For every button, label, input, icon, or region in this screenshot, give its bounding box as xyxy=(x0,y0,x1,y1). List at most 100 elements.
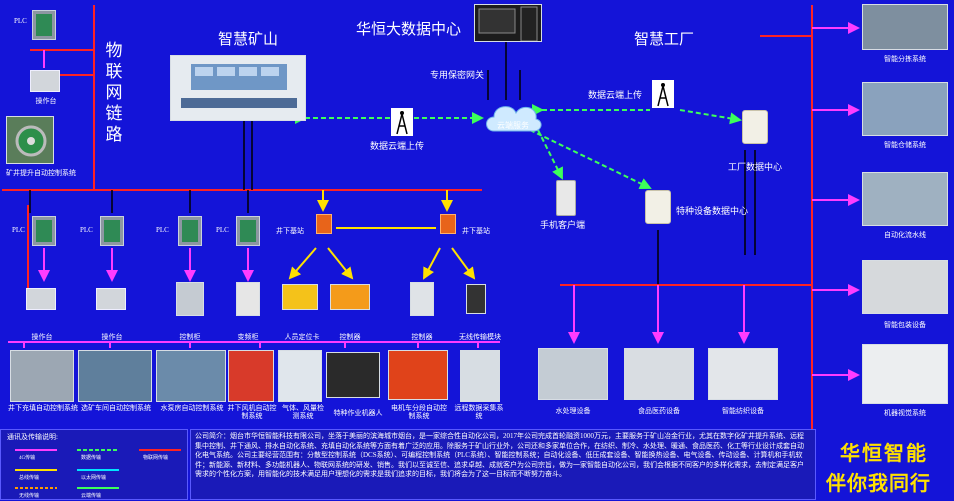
plc-cabinet-2 xyxy=(100,216,124,246)
right-label-2: 智能仓储系统 xyxy=(884,141,926,149)
locator-card-icon xyxy=(282,284,318,310)
mine-system-label-2: 选矿车间自动控制系统 xyxy=(81,404,151,412)
mine-row-label-2: 操作台 xyxy=(101,333,123,341)
gateway-label: 专用保密网关 xyxy=(430,70,485,80)
cloud-upload-right-label: 数据云端上传 xyxy=(588,90,643,100)
equipment-dc-label: 特种设备数据中心 xyxy=(676,206,749,216)
vfd-cabinet-icon xyxy=(236,282,260,316)
cloud-service-label: 云端服务 xyxy=(497,121,529,130)
control-room-photo xyxy=(170,55,306,121)
mine-row-label-7: 控制器 xyxy=(411,333,433,341)
factory-photo-1 xyxy=(538,348,608,400)
console-desk-top xyxy=(30,70,60,92)
mine-system-photo-7 xyxy=(388,350,448,400)
mobile-phone-icon xyxy=(556,180,576,216)
hoist-label: 矿井提升自动控制系统 xyxy=(6,169,76,177)
antenna-icon-left xyxy=(391,108,413,141)
right-photo-5 xyxy=(862,344,948,404)
factory-label-3: 智能纺织设备 xyxy=(722,407,764,415)
legend-item-7: 云端传输 xyxy=(81,494,102,499)
legend-item-4: 总线传输 xyxy=(19,476,40,481)
company-intro-text: 公司简介：烟台市华恒智能科技有限公司，坐落于美丽的滨海城市烟台，是一家综合性自动… xyxy=(195,432,804,478)
iot-chain-title: 物 联 网 链 路 xyxy=(105,41,123,144)
plc-label-top: PLC xyxy=(14,17,27,25)
controller-icon-1 xyxy=(330,284,370,310)
right-label-1: 智能分拣系统 xyxy=(884,55,926,63)
equipment-server-icon xyxy=(645,190,671,224)
cloud-icon xyxy=(484,97,542,133)
plc-cabinet-top xyxy=(32,10,56,40)
slogan-line-2: 伴你我同行 xyxy=(826,473,931,495)
legend-box: 通讯及传输说明: 4G传输 数据传输 物联网传输 总线传输 以太网传输 无线传输… xyxy=(0,429,188,500)
mine-system-photo-2 xyxy=(78,350,152,402)
plc-cabinet-4 xyxy=(236,216,260,246)
factory-server-icon xyxy=(742,110,768,144)
factory-label-1: 水处理设备 xyxy=(555,407,591,415)
base-station-2-icon xyxy=(440,214,456,234)
mine-system-photo-1 xyxy=(10,350,74,402)
factory-photo-3 xyxy=(708,348,778,400)
mine-system-label-1: 井下充填自动控制系统 xyxy=(8,404,78,412)
mine-system-photo-3 xyxy=(156,350,226,402)
legend-item-5: 以太网传输 xyxy=(81,476,107,481)
console-desk-2 xyxy=(96,288,126,310)
mine-system-label-6: 特种作业机器人 xyxy=(333,409,383,417)
right-photo-2 xyxy=(862,82,948,136)
plc-label-3: PLC xyxy=(156,226,169,234)
company-intro-box: 公司简介：烟台市华恒智能科技有限公司，坐落于美丽的滨海城市烟台，是一家综合性自动… xyxy=(190,429,816,500)
mine-system-photo-4 xyxy=(228,350,274,402)
base-station-2-label: 井下基站 xyxy=(462,227,490,235)
plc-label-2: PLC xyxy=(80,226,93,234)
right-label-4: 智能包装设备 xyxy=(884,321,926,329)
mine-system-photo-8 xyxy=(460,350,500,402)
right-label-3: 自动化流水线 xyxy=(884,231,926,239)
cloud-upload-left-label: 数据云端上传 xyxy=(370,141,425,151)
mine-row-label-4: 变频柜 xyxy=(237,333,259,341)
base-station-1-label: 井下基站 xyxy=(276,227,304,235)
data-center-computer xyxy=(474,4,542,42)
mine-system-label-3: 水泵房自动控制系统 xyxy=(160,404,224,412)
right-photo-3 xyxy=(862,172,948,226)
mine-row-label-3: 控制柜 xyxy=(179,333,201,341)
control-cabinet-icon xyxy=(176,282,204,316)
right-photo-4 xyxy=(862,260,948,314)
legend-item-6: 无线传输 xyxy=(19,494,40,499)
legend-item-3: 物联网传输 xyxy=(143,456,169,461)
mine-system-label-5: 气体、风量检测系统 xyxy=(282,404,324,420)
right-photo-1 xyxy=(862,4,948,50)
mine-row-label-1: 操作台 xyxy=(31,333,53,341)
factory-photo-2 xyxy=(624,348,694,400)
mine-row-label-6: 控制器 xyxy=(339,333,361,341)
mine-system-label-4: 井下风机自动控制系统 xyxy=(227,404,277,420)
factory-label-2: 食品医药设备 xyxy=(638,407,680,415)
factory-dc-label: 工厂数据中心 xyxy=(728,162,783,172)
antenna-icon-right xyxy=(652,80,674,113)
mine-row-label-5: 人员定位卡 xyxy=(284,333,320,341)
mine-row-label-8: 无线传输模块 xyxy=(459,333,501,341)
console-label-top: 操作台 xyxy=(35,97,57,105)
right-label-5: 机器视觉系统 xyxy=(884,409,926,417)
plc-label-1: PLC xyxy=(12,226,25,234)
smart-factory-title: 智慧工厂 xyxy=(634,32,695,48)
legend-item-1: 4G传输 xyxy=(19,456,36,461)
slogan-box: 华恒智能 伴你我同行 xyxy=(818,429,954,500)
legend-item-2: 数据传输 xyxy=(81,456,102,461)
slogan-line-1: 华恒智能 xyxy=(840,443,928,465)
controller-icon-2 xyxy=(410,282,434,316)
mine-system-label-7: 电机车分段自动控制系统 xyxy=(391,404,447,420)
data-center-title: 华恒大数据中心 xyxy=(356,22,462,38)
legend-title: 通讯及传输说明: xyxy=(7,433,58,441)
plc-cabinet-1 xyxy=(32,216,56,246)
plc-cabinet-3 xyxy=(178,216,202,246)
mine-system-label-8: 远程数据采集系统 xyxy=(454,404,504,420)
mobile-client-label: 手机客户端 xyxy=(540,220,586,230)
smart-mine-title: 智慧矿山 xyxy=(218,32,279,48)
wireless-module-icon xyxy=(466,284,486,314)
plc-label-4: PLC xyxy=(216,226,229,234)
base-station-1-icon xyxy=(316,214,332,234)
hoist-photo xyxy=(6,116,54,164)
mine-system-photo-6 xyxy=(326,352,380,398)
console-desk-1 xyxy=(26,288,56,310)
mine-system-photo-5 xyxy=(278,350,322,402)
